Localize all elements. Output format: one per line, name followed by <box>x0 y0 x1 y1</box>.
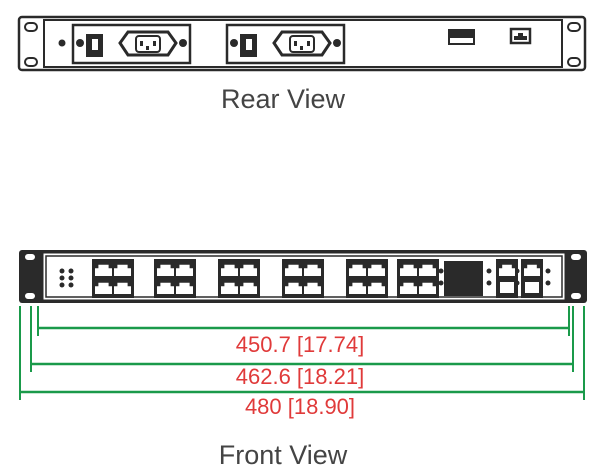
rj45-port-icon <box>419 282 436 294</box>
rj45-port-icon <box>240 264 257 276</box>
ac-pin <box>140 41 143 46</box>
led-indicator <box>68 275 74 281</box>
rj45-port-icon <box>95 264 112 276</box>
screw-icon <box>230 39 238 47</box>
rj45-port-icon <box>400 264 417 276</box>
rack-ear-slot <box>569 291 583 301</box>
rj45-port-icon <box>400 282 417 294</box>
rj45-port-icon <box>240 282 257 294</box>
led-indicator <box>68 268 74 274</box>
port-led <box>486 280 492 286</box>
dimension-label-inner: 450.7 [17.74] <box>235 332 365 357</box>
rj45-port-icon <box>95 282 112 294</box>
rack-ear-slot <box>567 57 581 67</box>
rack-ear-slot <box>567 22 581 32</box>
rj45-port-icon <box>349 282 366 294</box>
screw-icon <box>333 39 341 47</box>
rack-ear-slot <box>23 291 37 301</box>
ac-pin <box>307 41 310 46</box>
rj45-port-icon <box>368 264 385 276</box>
led-indicator <box>59 282 65 288</box>
port-led <box>438 268 444 274</box>
ac-pin <box>153 41 156 46</box>
screw-icon <box>58 39 66 47</box>
ac-inlet-socket <box>289 35 315 53</box>
rj45-port-icon <box>499 264 515 276</box>
power-module <box>225 23 346 65</box>
rj45-port-icon <box>285 264 302 276</box>
port-led <box>438 280 444 286</box>
rj45-port-icon <box>304 282 321 294</box>
rj45-port-icon <box>176 282 193 294</box>
rj45-port-icon <box>176 264 193 276</box>
power-switch-toggle <box>92 39 98 50</box>
rj45-port-icon <box>349 264 366 276</box>
port-led <box>486 268 492 274</box>
rack-ear-slot <box>569 252 583 262</box>
usb-port-slot <box>450 38 473 43</box>
rj45-port-icon <box>221 282 238 294</box>
power-switch-toggle <box>246 39 252 50</box>
power-module <box>71 23 192 65</box>
rack-ear-slot <box>23 252 37 262</box>
rj45-port-icon <box>114 264 131 276</box>
dimension-label-mount: 462.6 [18.21] <box>235 364 365 389</box>
ac-pin <box>146 46 149 50</box>
screw-icon <box>179 39 187 47</box>
rj45-jack <box>514 33 527 40</box>
rj45-port-icon <box>285 282 302 294</box>
port-led <box>545 280 551 286</box>
rj45-port-icon <box>221 264 238 276</box>
rj45-port-icon <box>524 264 540 276</box>
rear-body <box>43 19 563 68</box>
dimension-lines <box>19 306 585 400</box>
led-indicator <box>59 275 65 281</box>
rj45-port-icon <box>419 264 436 276</box>
ac-pin <box>300 46 303 50</box>
front-view-caption: Front View <box>218 440 348 470</box>
rj45-port-icon <box>157 264 174 276</box>
rear-view-caption: Rear View <box>220 84 346 114</box>
led-indicator <box>68 282 74 288</box>
led-indicator <box>59 268 65 274</box>
sfp-port-icon <box>500 282 514 293</box>
port-led <box>545 268 551 274</box>
dimension-label-overall: 480 [18.90] <box>244 394 356 419</box>
rj45-port-icon <box>368 282 385 294</box>
sfp-module-block <box>444 261 483 296</box>
ac-inlet-socket <box>135 35 161 53</box>
rear-panel <box>17 15 587 72</box>
rj45-port-icon <box>114 282 131 294</box>
sfp-port-icon <box>525 282 539 293</box>
front-panel <box>19 250 587 303</box>
rack-ear-slot <box>24 22 38 32</box>
rack-ear-slot <box>24 57 38 67</box>
rj45-port-icon <box>304 264 321 276</box>
screw-icon <box>76 39 84 47</box>
ac-pin <box>294 41 297 46</box>
rj45-port-icon <box>157 282 174 294</box>
